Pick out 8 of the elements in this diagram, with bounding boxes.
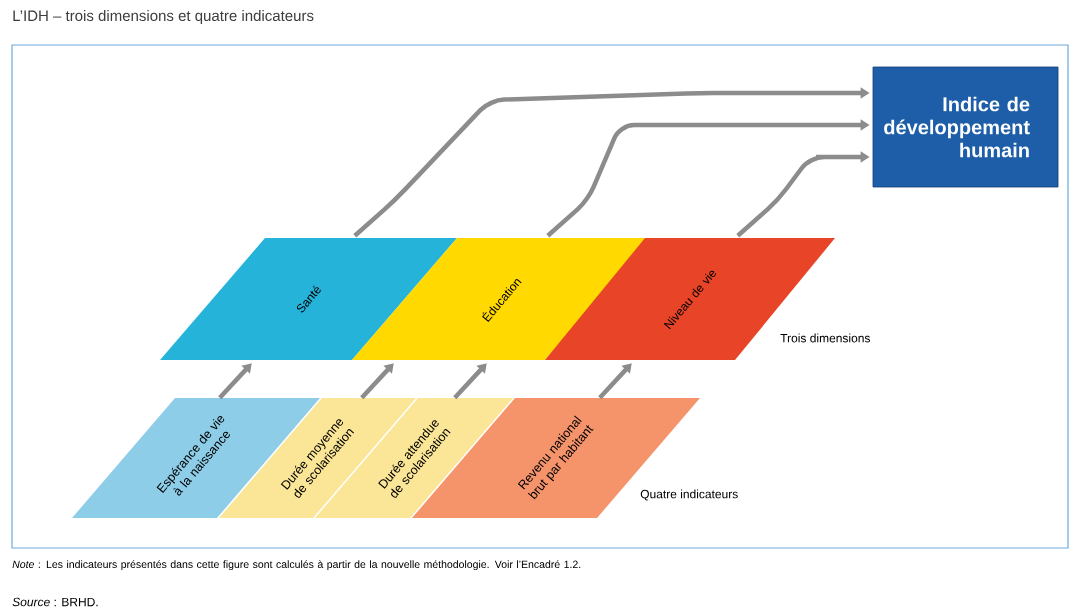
caption: Note : Les indicateurs présentés dans cette figure sont calculés à partir de la nouvelle méthodologie. Voir l’Encadré 1.2. — [12, 560, 581, 571]
arrow — [598, 363, 632, 400]
index-box: Indice de développement humain — [872, 66, 1059, 188]
annotation: Source : BRHD. — [12, 597, 98, 607]
arrow — [218, 363, 252, 400]
arrow — [453, 363, 487, 400]
title: L’IDH – trois dimensions et quatre indicateurs — [13, 10, 314, 24]
arrow — [360, 363, 394, 400]
